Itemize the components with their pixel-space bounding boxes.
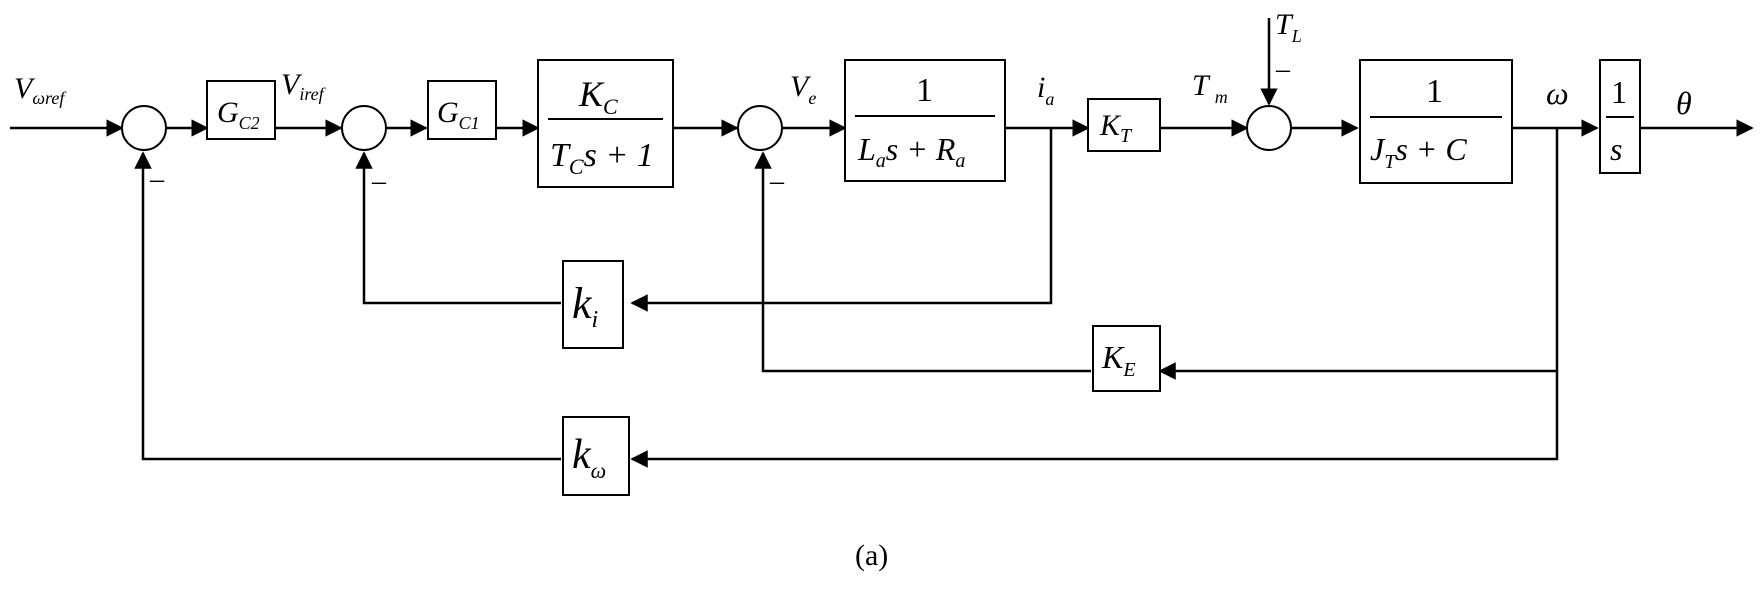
ke-label: KE xyxy=(1101,339,1136,381)
wire-ke-to-sum3 xyxy=(754,151,1091,373)
signal-w-ref: Vωref xyxy=(14,72,67,108)
signal-omega: ω xyxy=(1546,75,1569,111)
gc1-label: GC1 xyxy=(437,96,480,133)
integrator-numerator: 1 xyxy=(1611,74,1627,110)
block-ki xyxy=(562,260,624,349)
block-mechanical xyxy=(1359,59,1513,184)
block-ke xyxy=(1092,325,1161,392)
feedback-wires xyxy=(134,128,1559,468)
kt-label: KT xyxy=(1099,109,1133,147)
block-armature xyxy=(844,59,1006,182)
armature-numerator: 1 xyxy=(916,72,933,109)
sum4-minus-sign: – xyxy=(1275,54,1291,85)
armature-denominator: Las + Ra xyxy=(857,131,965,172)
ki-label: ki xyxy=(572,279,598,333)
signal-i-ref: Viref xyxy=(281,68,327,104)
block-converter xyxy=(537,59,674,188)
signal-t-l: TL xyxy=(1275,8,1302,46)
gc2-label: GC2 xyxy=(217,96,260,133)
summing-junction-torque xyxy=(1246,105,1292,151)
mechanical-denominator: JTs + C xyxy=(1370,131,1467,173)
signal-theta: θ xyxy=(1676,85,1692,121)
wire-kw-to-sum1 xyxy=(134,151,561,461)
converter-denominator: TCs + 1 xyxy=(550,137,654,179)
forward-wires xyxy=(10,18,1754,137)
sum2-minus-sign: – xyxy=(371,166,387,197)
wire-ia-to-ki xyxy=(630,128,1053,312)
mechanical-numerator: 1 xyxy=(1426,73,1443,110)
block-gc2 xyxy=(206,80,276,140)
summing-junction-current xyxy=(341,105,387,151)
block-kw xyxy=(562,416,630,496)
kw-label: kω xyxy=(572,432,606,483)
signal-v-e: Ve xyxy=(790,70,816,108)
sum1-minus-sign: – xyxy=(149,164,165,195)
summing-junction-voltage xyxy=(737,105,783,151)
summing-junction-speed xyxy=(121,105,167,151)
wire-ki-to-sum2 xyxy=(355,151,561,305)
block-gc1 xyxy=(427,80,497,140)
converter-numerator: KC xyxy=(578,74,618,119)
figure-caption: (a) xyxy=(855,539,888,572)
signal-i-a: ia xyxy=(1037,71,1054,109)
sum3-minus-sign: – xyxy=(769,166,785,197)
integrator-denominator: s xyxy=(1610,131,1622,167)
block-kt xyxy=(1087,98,1161,152)
wire-omega-to-kw xyxy=(630,371,1559,468)
